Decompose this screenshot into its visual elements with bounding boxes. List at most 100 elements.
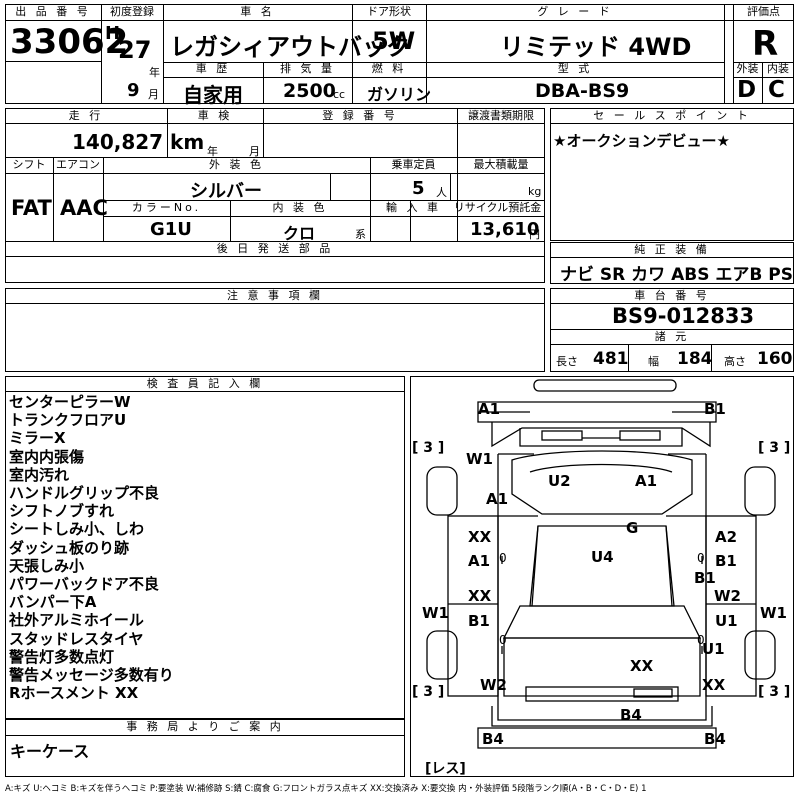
recycle-unit: 円 (529, 228, 540, 241)
seating-capacity: 5 (412, 178, 425, 199)
interior-header: 内装 (767, 62, 789, 75)
equipment-box (550, 242, 794, 284)
import-header: 輸 入 車 (386, 201, 441, 214)
mark-door-fl-a1: A1 (468, 552, 491, 570)
lot-number: 33062 (10, 22, 129, 62)
era-letter: H (105, 23, 121, 44)
inspection-header: 車 検 (197, 109, 233, 122)
exterior-header: 外装 (736, 62, 759, 75)
mark-fender-left: W1 (466, 450, 493, 468)
mark-rear-left-w2: W2 (480, 676, 507, 694)
mark-roof-g: G (626, 519, 639, 537)
height-label: 高さ (724, 355, 746, 368)
aircon-type: AAC (60, 196, 108, 220)
capacity-header: 乗車定員 (391, 158, 436, 171)
recycle-fee: 13,610 (470, 219, 540, 240)
car-name: レガシィアウトバック (170, 33, 410, 61)
mark-front-right-corner: B1 (704, 400, 726, 418)
inspector-note-item: ダッシュ板のり跡 (9, 538, 130, 557)
score-header: 評価点 (747, 5, 780, 18)
color-number-header: カラーNo. (131, 201, 202, 214)
inspector-note-item: スタッドレスタイヤ (9, 629, 144, 648)
mileage: 140,827 km (72, 130, 205, 154)
displacement-unit: cc (333, 88, 346, 101)
interior-color: クロ (283, 224, 316, 243)
shift-header: シフト (12, 158, 46, 171)
inspector-note-item: Rホースメント XX (9, 684, 139, 703)
inspector-note-item: センターピラーW (9, 393, 131, 411)
top-info-block (5, 4, 794, 104)
first-registration-year: 27 (118, 36, 152, 64)
fuel-type: ガソリン (367, 85, 432, 104)
inspector-note-item: 警告灯多数点灯 (9, 647, 115, 666)
inspector-note-item: ハンドルグリップ不良 (9, 484, 160, 503)
office-note: キーケース (10, 742, 90, 761)
inspector-note-item: 社外アルミホイール (9, 611, 144, 630)
mark-hood-left: A1 (486, 490, 509, 508)
color-number: G1U (150, 219, 192, 240)
mark-door-fl-zero: 0 (499, 551, 507, 565)
inspection-year-unit: 年 (207, 145, 218, 158)
tread-rear-left: [ 3 ] (412, 684, 445, 700)
mark-front-left-corner: A1 (478, 400, 501, 418)
mark-rear-right-xx: XX (702, 676, 726, 694)
mark-door-fl-xx: XX (468, 528, 492, 546)
inspector-note-item: トランクフロアU (9, 411, 127, 430)
mark-door-fr-a2: A2 (715, 528, 738, 546)
aircon-header: エアコン (56, 158, 100, 171)
chassis-number: BS9-012833 (612, 304, 755, 328)
length-label: 長さ (556, 355, 578, 368)
length-value: 481 (593, 349, 629, 369)
mark-door-fr-b1-b: B1 (694, 569, 716, 587)
vehicle-history: 自家用 (183, 83, 243, 107)
mark-door-fr-zero: 0 (697, 551, 705, 565)
tread-front-left: [ 3 ] (412, 440, 445, 456)
registration-number-header: 登 録 番 号 (322, 109, 398, 122)
inspector-note-item: シフトノブすれ (9, 502, 115, 521)
mark-roof-u4: U4 (591, 548, 614, 566)
fuel-header: 燃 料 (371, 62, 407, 75)
chassis-header: 車 台 番 号 (634, 289, 710, 302)
mark-rear-left-b4: B4 (482, 730, 504, 748)
exterior-grade: D (737, 77, 757, 103)
first-registration-header: 初度登録 (110, 5, 154, 18)
tread-front-right: [ 3 ] (758, 440, 791, 456)
door-type: 5W (372, 27, 416, 55)
mark-rear-u1: U1 (702, 640, 725, 658)
model-header: 型 式 (557, 62, 593, 75)
first-registration-month: 9 (127, 80, 140, 101)
car-name-header: 車 名 (240, 5, 275, 18)
load-unit: kg (528, 185, 542, 198)
year-unit: 年 (149, 66, 160, 79)
mark-door-rr-zero: 0 (697, 633, 705, 647)
middle-info-block (5, 108, 545, 283)
width-value: 184 (677, 349, 713, 369)
recycle-fee-header: リサイクル預託金 (453, 201, 542, 214)
interior-color-header: 内 装 色 (272, 201, 328, 214)
exterior-color-header: 外 装 色 (209, 158, 264, 171)
notes-box (5, 288, 545, 372)
model-code: DBA-BS9 (535, 80, 630, 102)
mark-door-rr-u1: U1 (715, 612, 738, 630)
max-load-header: 最大積載量 (473, 158, 529, 171)
lot-number-header: 出 品 番 号 (15, 5, 91, 18)
month-unit: 月 (148, 88, 159, 101)
mark-rear-right-b4: B4 (704, 730, 726, 748)
inspector-note-item: パワーバックドア不良 (9, 575, 159, 594)
inspector-note-item: 警告メッセージ多数有り (9, 666, 174, 685)
displacement-header: 排 気 量 (280, 62, 335, 75)
spare-tire: [レス] (425, 761, 466, 777)
inspector-box (5, 376, 405, 719)
mileage-header: 走 行 (68, 109, 104, 122)
shift-type: FAT (11, 196, 52, 220)
mark-rear-center-b4: B4 (620, 706, 642, 724)
inspector-note-item: 室内汚れ (9, 465, 70, 484)
sales-point-box (550, 108, 794, 241)
door-type-header: ドア形状 (367, 5, 411, 18)
auction-score: R (752, 24, 779, 64)
tread-rear-right: [ 3 ] (758, 684, 791, 700)
inspector-note-item: バンパー下A (9, 593, 97, 612)
history-header: 車 歴 (195, 62, 231, 75)
mark-door-rl-zero: 0 (499, 633, 507, 647)
